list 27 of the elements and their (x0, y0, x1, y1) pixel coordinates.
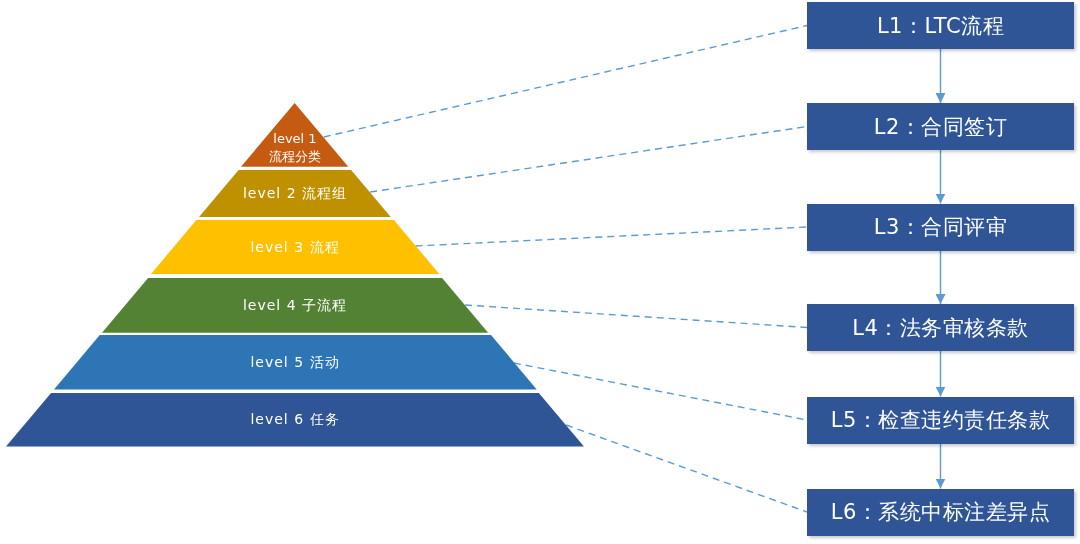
process-box (807, 103, 1074, 150)
arrow (935, 350, 946, 398)
dashed-connector (565, 424, 808, 513)
tier-label: level 5 活动 (250, 353, 340, 373)
box-label: L5：检查违约责任条款 (830, 407, 1051, 433)
box-label: L6：系统中标注差异点 (830, 499, 1051, 525)
arrow (935, 249, 946, 305)
arrow (935, 442, 946, 490)
tier-label: level 2 流程组 (242, 184, 348, 204)
tier-label: level 3 流程 (250, 238, 340, 258)
arrow (935, 149, 946, 205)
dashed-connector (323, 24, 808, 138)
process-box (807, 203, 1074, 251)
process-box (807, 396, 1074, 444)
process-box (807, 488, 1074, 536)
dashed-connector (414, 226, 808, 247)
box-label: L1：LTC流程 (876, 12, 1005, 39)
box-label: L2：合同签订 (873, 113, 1008, 140)
tier-label: level 6 任务 (250, 410, 340, 430)
process-box (807, 304, 1074, 351)
box-label: L3：合同评审 (873, 214, 1008, 240)
dashed-connector (464, 304, 808, 329)
tier-label: level 4 子流程 (242, 295, 348, 315)
tier-label: level 1 流程分类 (269, 129, 321, 166)
box-label: L4：法务审核条款 (852, 314, 1029, 341)
process-box (807, 2, 1074, 49)
arrow (935, 48, 946, 104)
